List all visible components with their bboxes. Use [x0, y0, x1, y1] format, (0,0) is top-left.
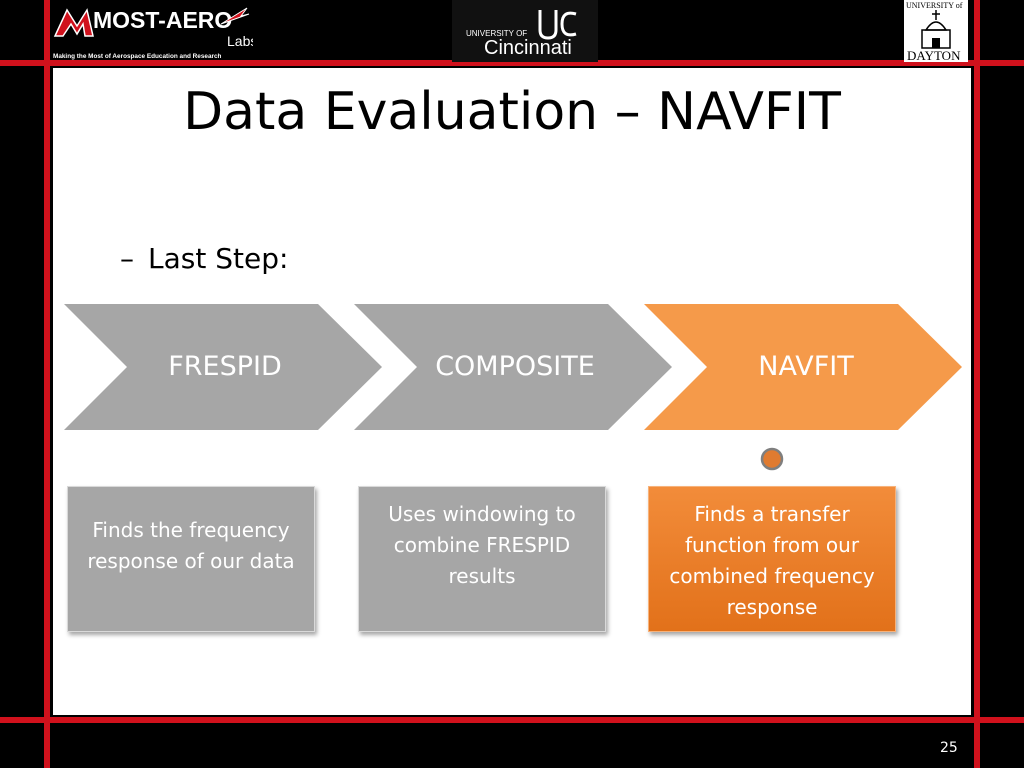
ud-line1: UNIVERSITY of [906, 1, 963, 10]
description-composite: Uses windowing to combine FRESPID result… [388, 502, 576, 588]
frame-top-line [0, 60, 1024, 66]
connector-dot [760, 447, 784, 471]
description-navfit: Finds a transfer function from our combi… [669, 502, 875, 619]
step-label-navfit: NAVFIT [758, 351, 854, 382]
description-box-composite: Uses windowing to combine FRESPID result… [358, 486, 606, 632]
ud-line2: DAYTON [907, 48, 961, 62]
description-box-frespid: Finds the frequency response of our data [67, 486, 315, 632]
slide-title: Data Evaluation – NAVFIT [183, 82, 841, 142]
description-frespid: Finds the frequency response of our data [87, 518, 295, 573]
frame-left-line [44, 0, 50, 768]
description-box-navfit: Finds a transfer function from our combi… [648, 486, 896, 632]
bullet-line: –Last Step: [120, 242, 288, 275]
chevron-navfit [644, 304, 962, 430]
step-label-composite: COMPOSITE [435, 351, 595, 382]
uc-line1: UNIVERSITY OF [466, 29, 527, 38]
most-aero-name: MOST-AERO [93, 7, 232, 33]
bullet-marker: – [120, 242, 134, 275]
page-number: 25 [940, 740, 958, 756]
frame-right-line [974, 0, 980, 768]
ud-logo: UNIVERSITY of DAYTON [904, 0, 968, 63]
frame-bottom-line [0, 717, 1024, 723]
uc-logo: UNIVERSITY OF Cincinnati [452, 0, 598, 62]
chevron-composite [354, 304, 672, 430]
bullet-text: Last Step: [148, 242, 289, 275]
most-aero-logo: MOST-AERO Labs Making the Most of Aerosp… [53, 2, 257, 60]
uc-line2: Cincinnati [484, 37, 572, 59]
step-label-frespid: FRESPID [168, 351, 282, 382]
most-aero-sub: Labs [227, 33, 253, 49]
chevron-frespid [64, 304, 382, 430]
most-aero-tagline: Making the Most of Aerospace Education a… [53, 53, 222, 60]
